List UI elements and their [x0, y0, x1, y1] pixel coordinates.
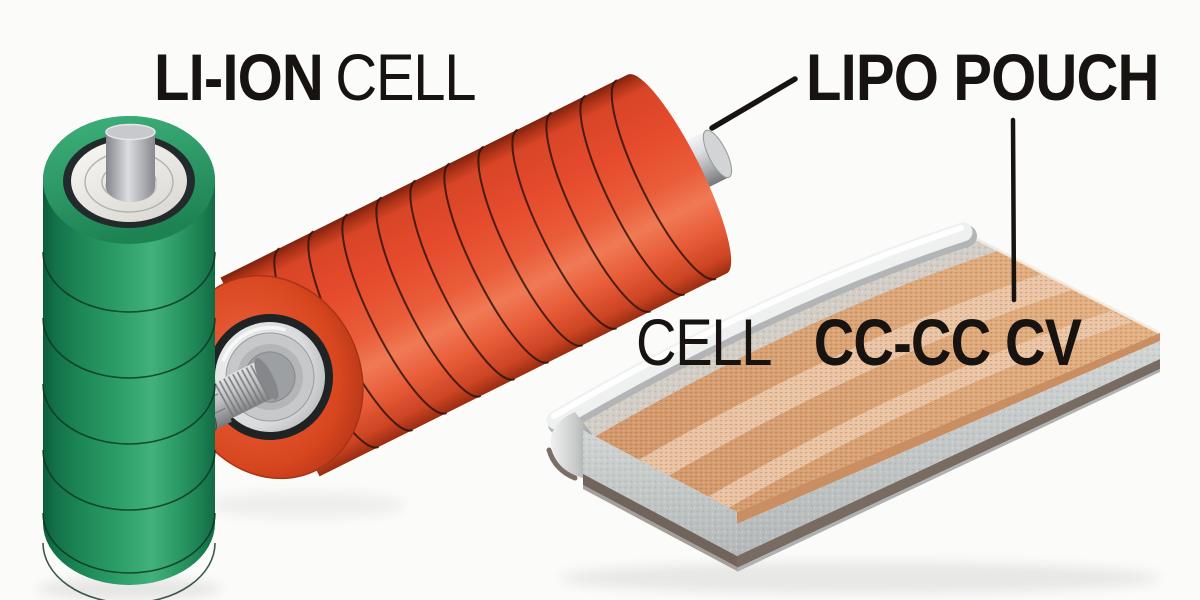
pouch-texture: [556, 232, 1160, 512]
green-cell-winding-rings: [42, 251, 216, 600]
tan-lipo-pouch-cell-icon: [546, 222, 1161, 572]
green-cylindrical-cell-icon: [42, 116, 216, 600]
label-li-ion-bold-text: LI-ION: [154, 40, 324, 114]
leader-line-lipo-vertical: [1010, 117, 1017, 303]
pouch-left-tip-edge: [546, 447, 578, 481]
pouch-right-side: [737, 333, 1160, 572]
red-wound-cylindrical-cell-icon: [176, 74, 733, 480]
pouch-front-side: [583, 430, 737, 571]
pouch-seal-strip-texture: [561, 235, 998, 439]
label-pouch-caption-light-text: CELL: [636, 305, 773, 379]
green-cell-terminal-post: [105, 123, 156, 202]
leader-lines: [709, 76, 1017, 303]
pouch-left-tip: [550, 412, 592, 481]
leader-line-lipo-diagonal: [709, 76, 798, 131]
pouch-seal-rail: [546, 222, 977, 435]
label-pouch-caption-bold-text: CC-CC CV: [813, 305, 1082, 379]
label-lipo-pouch: LIPO POUCH: [806, 44, 1159, 110]
label-li-ion-light-text: CELL: [335, 40, 476, 114]
pouch-back-edge: [962, 230, 1161, 335]
label-lipo-pouch-text: LIPO POUCH: [806, 40, 1159, 114]
